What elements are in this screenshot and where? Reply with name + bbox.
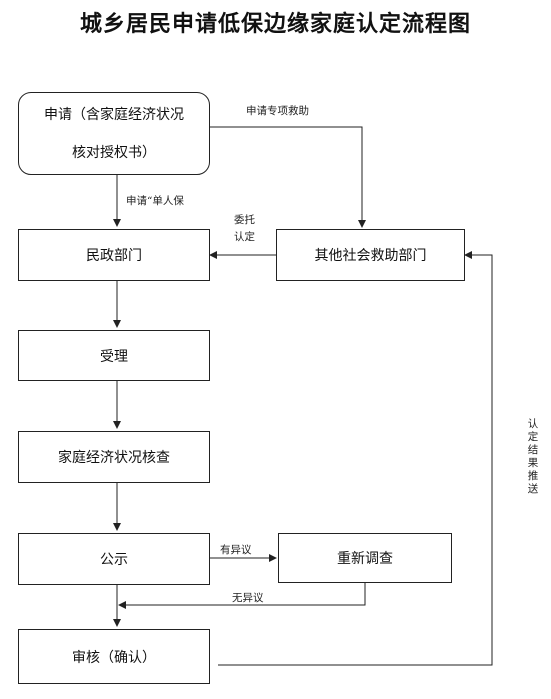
- arrow-review-to-other-depts: [218, 251, 493, 666]
- node-review: 审核（确认）: [18, 629, 210, 684]
- node-other-depts: 其他社会救助部门: [276, 229, 465, 281]
- node-civil-affairs: 民政部门: [18, 229, 210, 281]
- node-apply-line1: 申请（含家庭经济状况: [44, 106, 184, 123]
- edge-label-no-objection: 无异议: [232, 592, 264, 604]
- node-accept-label: 受理: [100, 348, 128, 365]
- edge-label-push-result: 认定结果推送: [527, 418, 539, 495]
- node-reinvestigate-label: 重新调查: [337, 551, 393, 567]
- node-civil-affairs-label: 民政部门: [86, 248, 142, 264]
- node-publicize: 公示: [18, 533, 210, 585]
- node-other-depts-label: 其他社会救助部门: [314, 248, 427, 264]
- edge-label-objection: 有异议: [220, 544, 252, 556]
- page-title: 城乡居民申请低保边缘家庭认定流程图: [79, 12, 471, 37]
- edge-label-special-aid: 申请专项救助: [246, 105, 309, 117]
- node-reinvestigate: 重新调查: [278, 533, 452, 583]
- node-accept: 受理: [18, 330, 210, 381]
- edge-label-single-person: 申请“单人保: [126, 195, 184, 207]
- edge-label-entrust-1: 委托: [234, 214, 255, 226]
- node-review-label: 审核（确认）: [72, 649, 156, 666]
- node-check: 家庭经济状况核查: [18, 431, 210, 483]
- node-apply-line2: 核对授权书）: [72, 144, 156, 161]
- node-apply: 申请（含家庭经济状况 核对授权书）: [18, 92, 210, 175]
- node-check-label: 家庭经济状况核查: [58, 450, 170, 466]
- edge-label-entrust-2: 认定: [234, 231, 255, 243]
- arrow-apply-to-other-depts: [210, 126, 366, 228]
- node-publicize-label: 公示: [100, 552, 128, 568]
- arrow-reinvestigate-back: [118, 583, 366, 609]
